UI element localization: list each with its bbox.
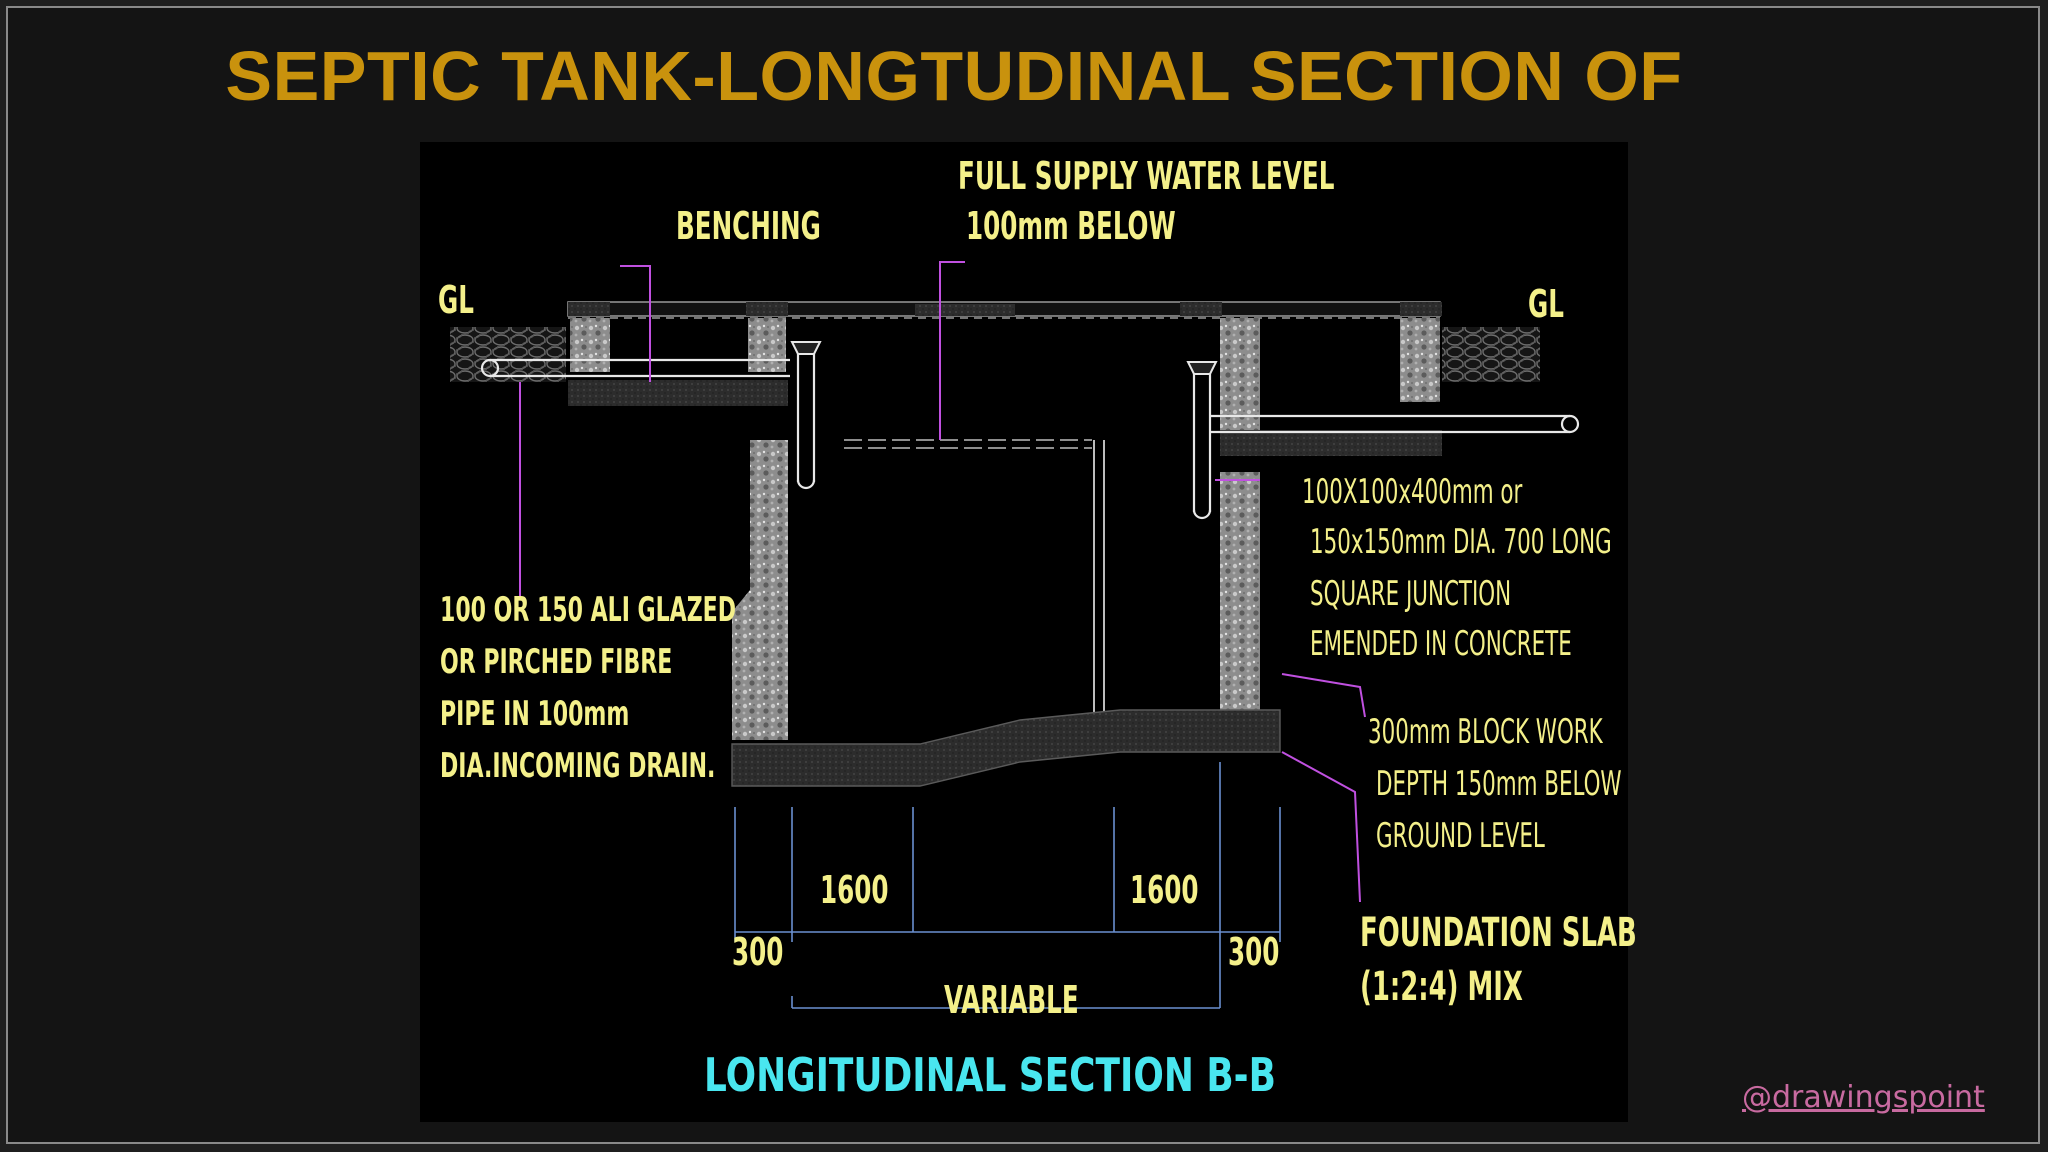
left-tee (796, 347, 816, 482)
section-title: LONGITUDINAL SECTION B-B (704, 1048, 1276, 1102)
junction-note-line-2: 150x150mm DIA. 700 LONG (1310, 522, 1612, 562)
blockwork-note-line-2: DEPTH 150mm BELOW (1376, 764, 1622, 804)
water-level-label-2: 100mm BELOW (966, 204, 1176, 248)
dim-right-span: 1600 (1130, 868, 1199, 912)
cover-block-1 (568, 302, 610, 316)
benching-label: BENCHING (676, 204, 821, 248)
leader-lines (519, 261, 1366, 903)
baffle-wall (1093, 440, 1105, 720)
benching-left (568, 380, 788, 406)
soil-left (450, 327, 566, 382)
dim-left-span: 1600 (820, 868, 889, 912)
dim-left-wall: 300 (732, 930, 784, 974)
dimension-lines (734, 762, 1281, 1009)
cover-block-2 (746, 302, 788, 316)
pipe-note-line-4: DIA.INCOMING DRAIN. (440, 746, 716, 786)
ground-level-right: GL (1528, 282, 1564, 326)
slab-note-line-1: FOUNDATION SLAB (1360, 910, 1637, 956)
foundation-slab (731, 709, 1281, 787)
right-tee-bottom (1192, 509, 1212, 520)
junction-note-line-3: SQUARE JUNCTION (1310, 574, 1512, 614)
dim-overall: VARIABLE (944, 978, 1079, 1022)
page-title: SEPTIC TANK-LONGTUDINAL SECTION OF (225, 37, 1683, 115)
section-svg (450, 261, 1580, 1009)
section-drawing: BENCHING FULL SUPPLY WATER LEVEL 100mm B… (420, 142, 1637, 1122)
benching-right (1220, 430, 1442, 456)
junction-note-line-4: EMENDED IN CONCRETE (1310, 624, 1572, 664)
left-tee-top (790, 341, 822, 355)
water-level-label-1: FULL SUPPLY WATER LEVEL (958, 154, 1335, 198)
blockwork-note-line-1: 300mm BLOCK WORK (1368, 712, 1603, 752)
cover-block-4 (1180, 302, 1222, 316)
dim-right-wall: 300 (1228, 930, 1280, 974)
wall-block-right-outer (1400, 318, 1440, 402)
right-tee (1192, 367, 1212, 512)
wall-left-lower (732, 440, 788, 740)
outgoing-pipe-end (1560, 414, 1580, 434)
right-tee-top (1186, 361, 1218, 375)
cover-block-5 (1400, 302, 1442, 316)
outgoing-pipe (1210, 414, 1570, 434)
wall-block-left-inner (748, 318, 786, 372)
wall-right-lower (1220, 472, 1260, 710)
pipe-note-line-2: OR PIRCHED FIBRE (440, 642, 673, 682)
ground-level-left: GL (438, 278, 474, 322)
left-tee-bottom (796, 479, 816, 490)
credit-link[interactable]: @drawingspoint (1742, 1080, 1985, 1115)
blockwork-note-line-3: GROUND LEVEL (1376, 816, 1545, 856)
wall-block-left-outer (570, 318, 610, 372)
soil-right (1442, 327, 1540, 382)
slab-note-line-2: (1:2:4) MIX (1360, 964, 1523, 1010)
cover-block-3 (915, 304, 1015, 316)
incoming-pipe-end (480, 358, 500, 378)
junction-note-line-1: 100X100x400mm or (1302, 472, 1523, 512)
pipe-note-line-3: PIPE IN 100mm (440, 694, 630, 734)
incoming-pipe (490, 358, 790, 378)
pipe-note-line-1: 100 OR 150 ALI GLAZED (440, 590, 736, 630)
